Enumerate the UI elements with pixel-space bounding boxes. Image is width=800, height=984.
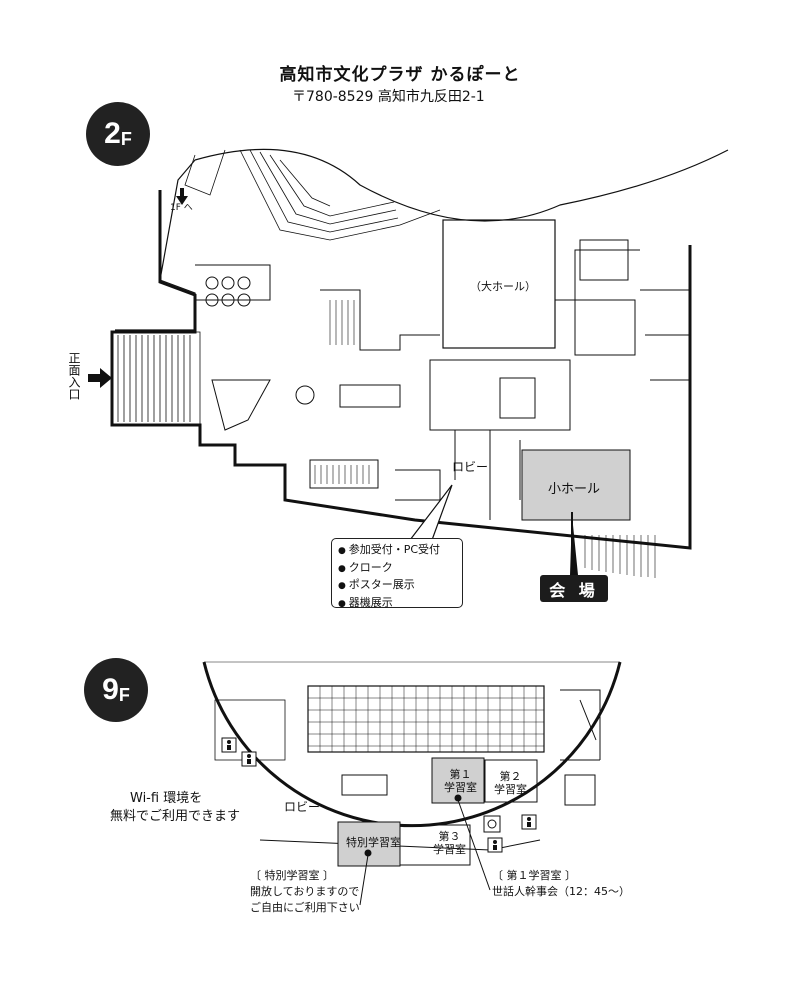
- service-item: ポスター展示: [338, 577, 456, 595]
- building-outline-wall: [110, 190, 692, 550]
- floor-2f-suffix: F: [120, 128, 132, 149]
- building-outline-top: [115, 148, 729, 331]
- special-note-line-1: 開放しておりますので: [250, 885, 360, 898]
- special-room-highlight: [337, 821, 401, 867]
- lobby-2f-label: ロビー: [452, 460, 489, 474]
- grid-area-9f: [307, 685, 545, 753]
- big-hall-label: （大ホール）: [470, 280, 536, 293]
- floor-2f-number: 2: [104, 117, 121, 150]
- wifi-line-1: Wi-fi 環境を: [130, 791, 203, 806]
- stairs-up-arrow-icon: [176, 188, 188, 205]
- accessible-toilet-icon: [483, 815, 501, 833]
- wifi-notice: Wi-fi 環境を 無料でご利用できます: [110, 790, 240, 826]
- building-outline-9f: [202, 661, 622, 828]
- room1-note-line-1: 世話人幹事会（12：45～）: [492, 885, 630, 898]
- room1-leader: [457, 799, 491, 891]
- special-note-line-2: ご自由にご利用下さい: [250, 901, 360, 914]
- toilet-icons: [221, 737, 537, 853]
- room2-label: 第２ 学習室: [494, 770, 527, 796]
- room1-note: 〔 第１学習室 〕 世話人幹事会（12：45～）: [492, 868, 630, 900]
- venue-address: 〒780-8529 高知市九反田2-1: [292, 89, 485, 105]
- service-item: クローク: [338, 560, 456, 578]
- room1-marker: [454, 794, 462, 802]
- stairs-label: 1F へ: [170, 203, 193, 213]
- service-item: 参加受付・PC受付: [338, 542, 456, 560]
- room1-label: 第１ 学習室: [444, 768, 477, 794]
- entrance-stairs: [112, 331, 201, 426]
- floor-9f-number: 9: [102, 673, 119, 706]
- lobby-services-callout: 参加受付・PC受付 クローク ポスター展示 器機展示: [331, 538, 463, 609]
- room1-note-title: 〔 第１学習室 〕: [492, 869, 576, 882]
- room3-label: 第３ 学習室: [433, 830, 466, 856]
- entrance-arrow-icon: [88, 368, 112, 388]
- venue-name: 高知市文化プラザ かるぽーと: [279, 65, 521, 85]
- special-room-label: 特別学習室: [346, 836, 401, 849]
- hall-seating: [184, 149, 441, 241]
- callout-pointer: [409, 484, 453, 541]
- special-room-note: 〔 特別学習室 〕 開放しておりますので ご自由にご利用下さい: [250, 868, 360, 916]
- lobby-9f-label: ロビー: [284, 800, 321, 814]
- floor-9f-suffix: F: [118, 684, 130, 705]
- small-hall-room: [521, 449, 631, 521]
- venue-badge: 会 場: [540, 575, 608, 602]
- wifi-line-2: 無料でご利用できます: [110, 809, 241, 824]
- small-hall-label: 小ホール: [548, 482, 601, 497]
- entrance-label: 正面入口: [67, 352, 81, 400]
- special-room-leader: [359, 854, 369, 906]
- special-room-marker: [364, 849, 372, 857]
- special-note-title: 〔 特別学習室 〕: [250, 869, 334, 882]
- service-item: 器機展示: [338, 595, 456, 613]
